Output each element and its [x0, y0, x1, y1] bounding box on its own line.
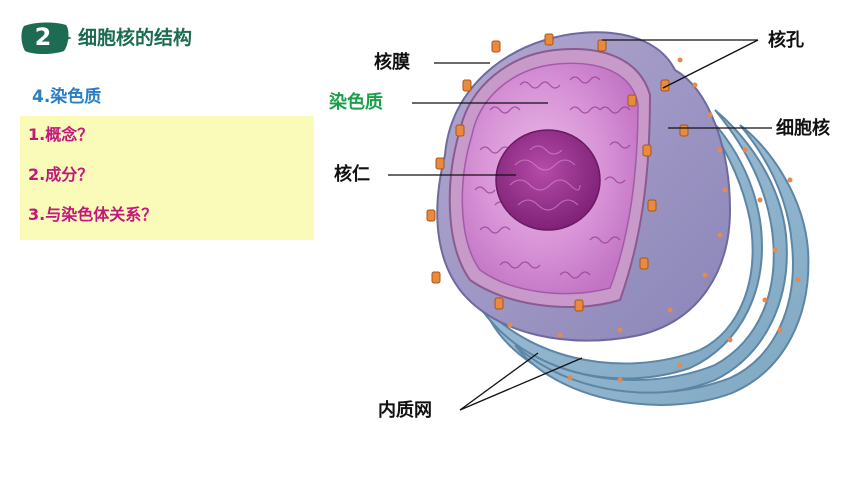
question-box: 1.概念？ 2.成分？ 3.与染色体关系？ [20, 116, 314, 240]
question-item: 3.与染色体关系？ [28, 205, 158, 224]
question-item: 2.成分？ [28, 165, 94, 184]
section-number: 2 [34, 23, 52, 51]
label-nuclear-envelope: 核膜 [374, 52, 410, 73]
nucleolus [495, 129, 601, 231]
badge-brush-icon [21, 22, 72, 54]
label-nucleolus: 核仁 [334, 164, 370, 185]
section-number-badge: 2 [20, 20, 72, 56]
label-er: 内质网 [378, 400, 432, 421]
nucleus-illustration [388, 31, 810, 411]
label-chromatin: 染色质 [329, 92, 383, 113]
question-item: 1.概念？ [28, 125, 94, 144]
nucleus-diagram: 核膜 染色质 核仁 核孔 细胞核 内质网 [320, 0, 860, 484]
nucleolus-texture [509, 145, 581, 211]
nuclear-pores [426, 33, 689, 312]
label-nuclear-pore: 核孔 [768, 30, 804, 51]
page-title: 细胞核的结构 [78, 27, 193, 49]
ribosome-dots [507, 57, 801, 383]
subheading: 4.染色质 [32, 87, 102, 107]
label-nucleus: 细胞核 [776, 118, 830, 139]
leader-lines [388, 39, 772, 411]
